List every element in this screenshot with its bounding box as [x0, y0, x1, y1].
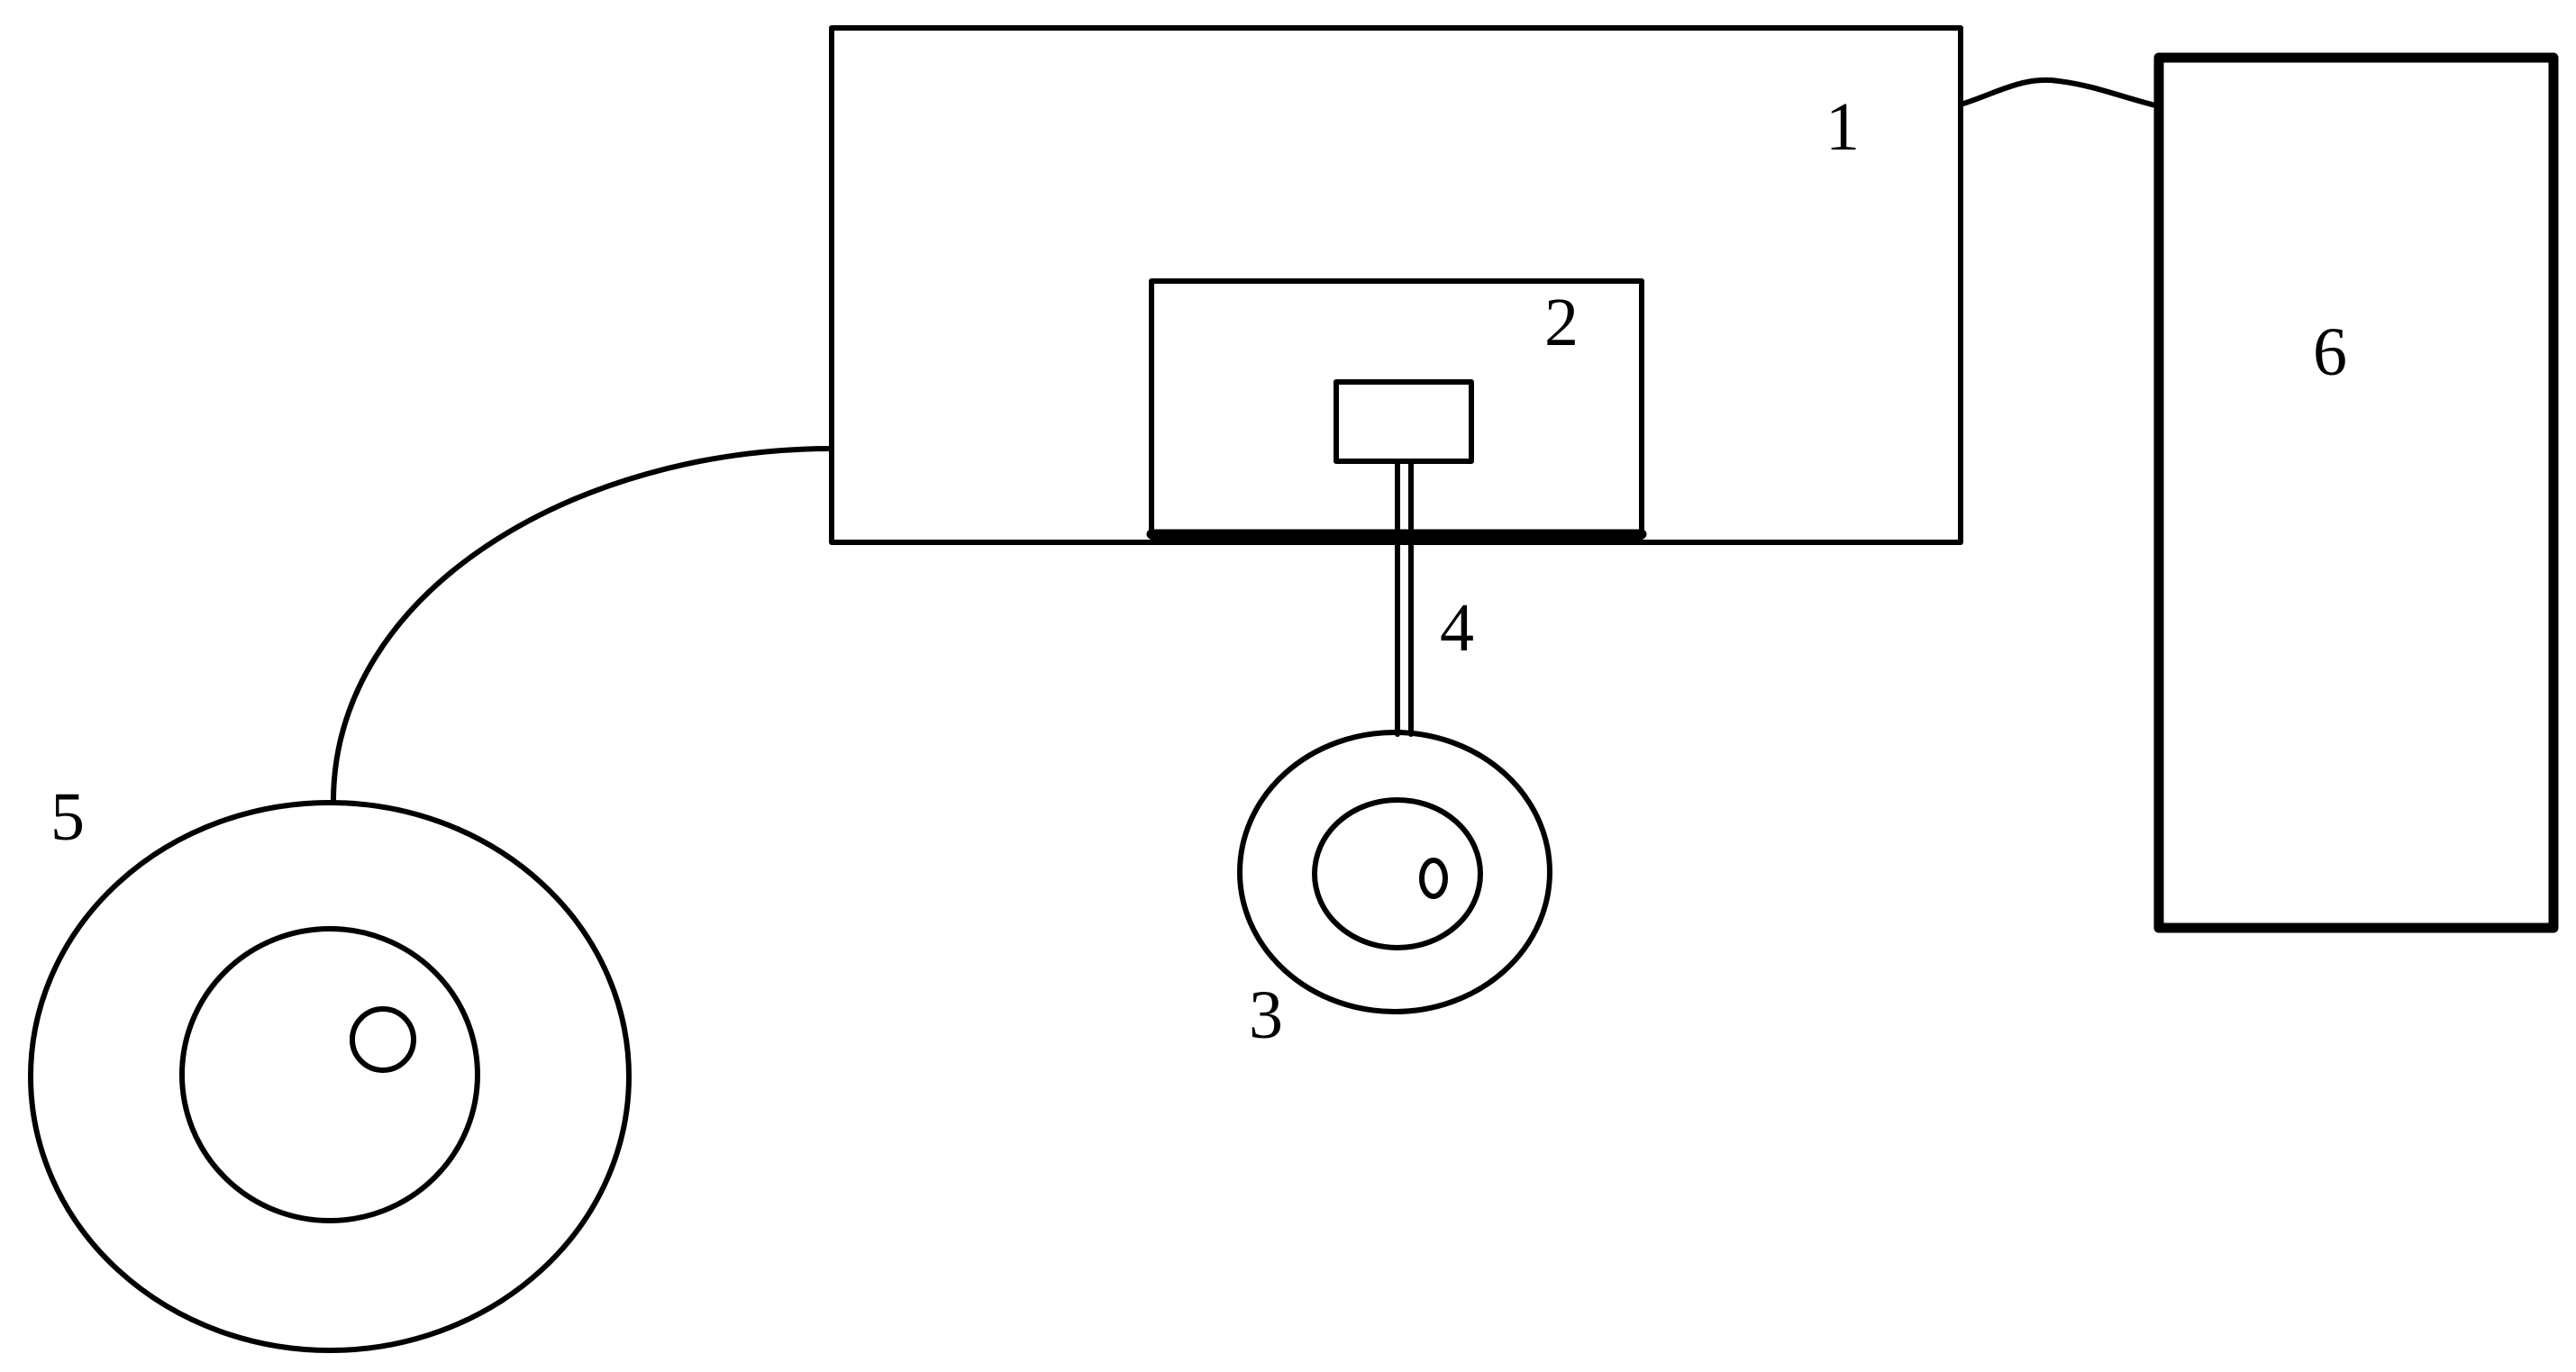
large-disc-inner: [179, 926, 480, 1223]
label-part-1: 1: [1825, 89, 1860, 165]
small-disc-hole: [1419, 858, 1448, 899]
cable-to-large-disc: [331, 446, 834, 804]
label-part-5: 5: [50, 779, 85, 855]
sensor-block: [1334, 379, 1474, 464]
cable-to-side-unit: [1958, 77, 2162, 109]
label-part-3: 3: [1249, 977, 1283, 1053]
large-disc-outer: [28, 800, 632, 1353]
label-part-4: 4: [1440, 590, 1474, 666]
label-part-2: 2: [1544, 285, 1579, 360]
side-unit-box: [2153, 52, 2559, 933]
label-part-6: 6: [2313, 314, 2347, 390]
small-disc-outer: [1237, 730, 1552, 1014]
large-disc-hole: [350, 1006, 416, 1073]
small-disc-inner: [1312, 797, 1483, 950]
